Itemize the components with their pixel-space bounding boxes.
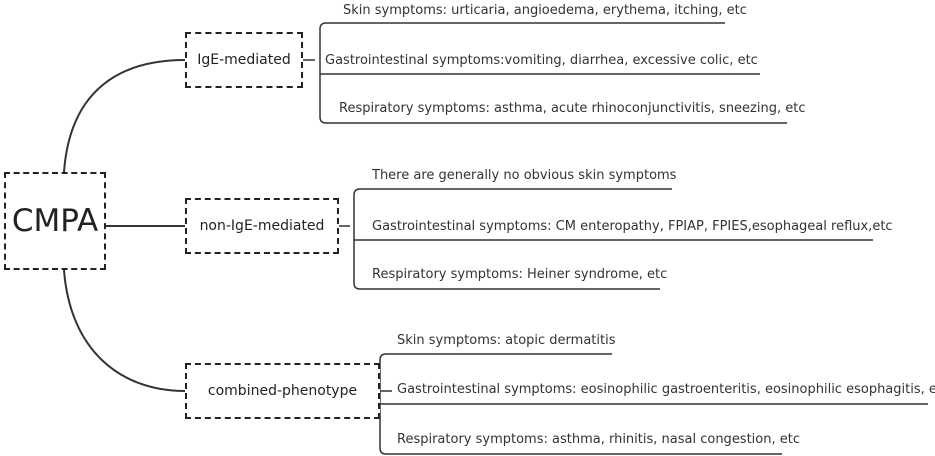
symptom-combined-gastrointestinal: Gastrointestinal symptoms: eosinophilic … (397, 382, 935, 397)
connector-root-to-combined (63, 269, 186, 392)
symptom-combined-respiratory: Respiratory symptoms: asthma, rhinitis, … (397, 432, 800, 447)
category-label: IgE-mediated (197, 52, 291, 68)
bracket-non-ige (353, 188, 361, 290)
root-node-cmpa: CMPA (4, 172, 106, 270)
root-label: CMPA (11, 203, 99, 239)
symptom-non-ige-respiratory: Respiratory symptoms: Heiner syndrome, e… (372, 267, 668, 282)
symptom-non-ige-gastrointestinal: Gastrointestinal symptoms: CM enteropath… (372, 219, 893, 234)
symptom-ige-respiratory: Respiratory symptoms: asthma, acute rhin… (339, 101, 806, 116)
category-label: combined-phenotype (207, 383, 358, 399)
category-node-ige-mediated: IgE-mediated (185, 32, 303, 88)
connector-root-to-ige (63, 59, 186, 173)
bracket-ige (319, 22, 327, 124)
symptom-combined-skin: Skin symptoms: atopic dermatitis (397, 333, 616, 348)
symptom-ige-skin: Skin symptoms: urticaria, angioedema, er… (343, 3, 747, 18)
symptom-non-ige-skin: There are generally no obvious skin symp… (372, 168, 677, 183)
symptom-ige-gastrointestinal: Gastrointestinal symptoms:vomiting, diar… (325, 53, 758, 68)
category-node-non-ige-mediated: non-IgE-mediated (185, 198, 339, 254)
category-node-combined-phenotype: combined-phenotype (185, 363, 380, 419)
category-label: non-IgE-mediated (199, 218, 325, 234)
